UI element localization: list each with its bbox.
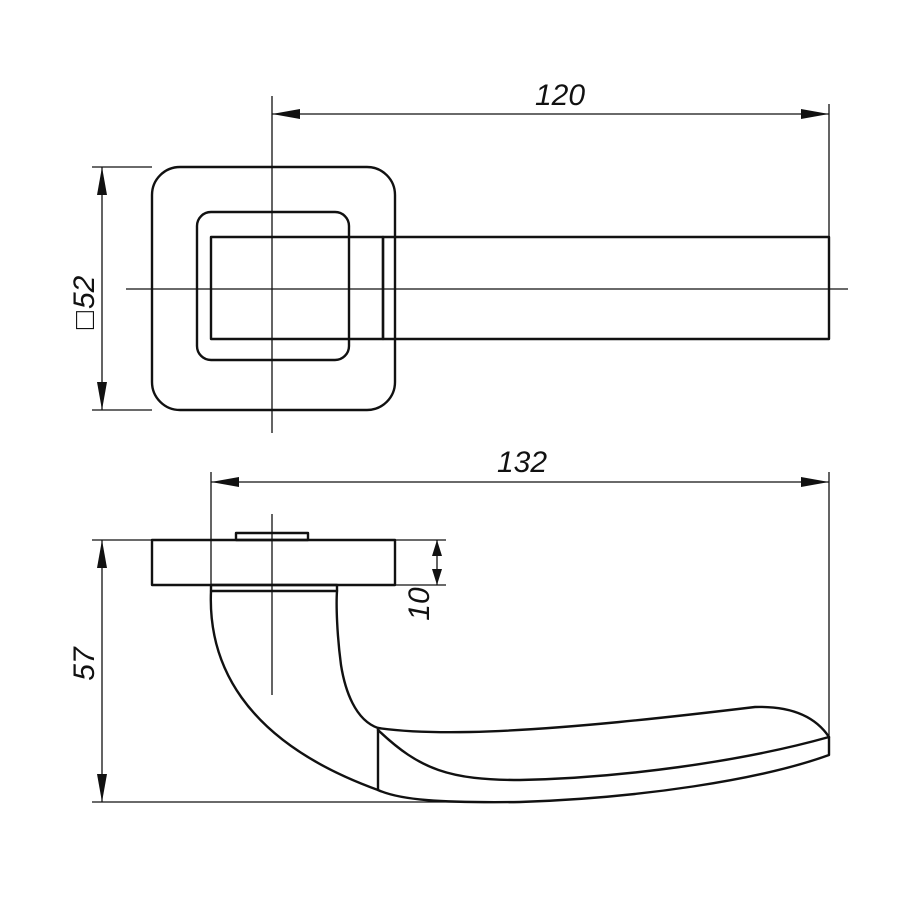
dim-57-label: 57 (68, 646, 101, 681)
lever-bar (381, 235, 831, 341)
dim-52-square-symbol: □ (68, 310, 101, 329)
dim-132-label: 132 (497, 446, 547, 479)
dim-52-label: 52 (68, 275, 101, 309)
dim-132-arrow-right (801, 477, 829, 487)
rosette-base-plate (150, 538, 397, 587)
dim-57-arrow-top (97, 540, 107, 568)
dim-57-arrow-bottom (97, 774, 107, 802)
dim-52-arrow-top (97, 167, 107, 195)
top-view: 120 □ 52 (68, 79, 848, 433)
dim-120-label: 120 (535, 79, 585, 112)
dim-120-arrow-right (801, 109, 829, 119)
dim-120-arrow-left (272, 109, 300, 119)
handle-neck-square (209, 235, 385, 341)
dim-10-arrow-top (432, 540, 442, 556)
side-view: 132 57 10 (68, 446, 831, 804)
lever-outer-profile (209, 589, 831, 804)
dim-52-arrow-bottom (97, 382, 107, 410)
rosette-inner-square (195, 210, 351, 362)
dim-132-arrow-left (211, 477, 239, 487)
lever-inner-edge (376, 728, 831, 782)
dim-10-label: 10 (403, 587, 436, 621)
dim-10-arrow-bottom (432, 569, 442, 585)
neck-collar (209, 583, 339, 593)
